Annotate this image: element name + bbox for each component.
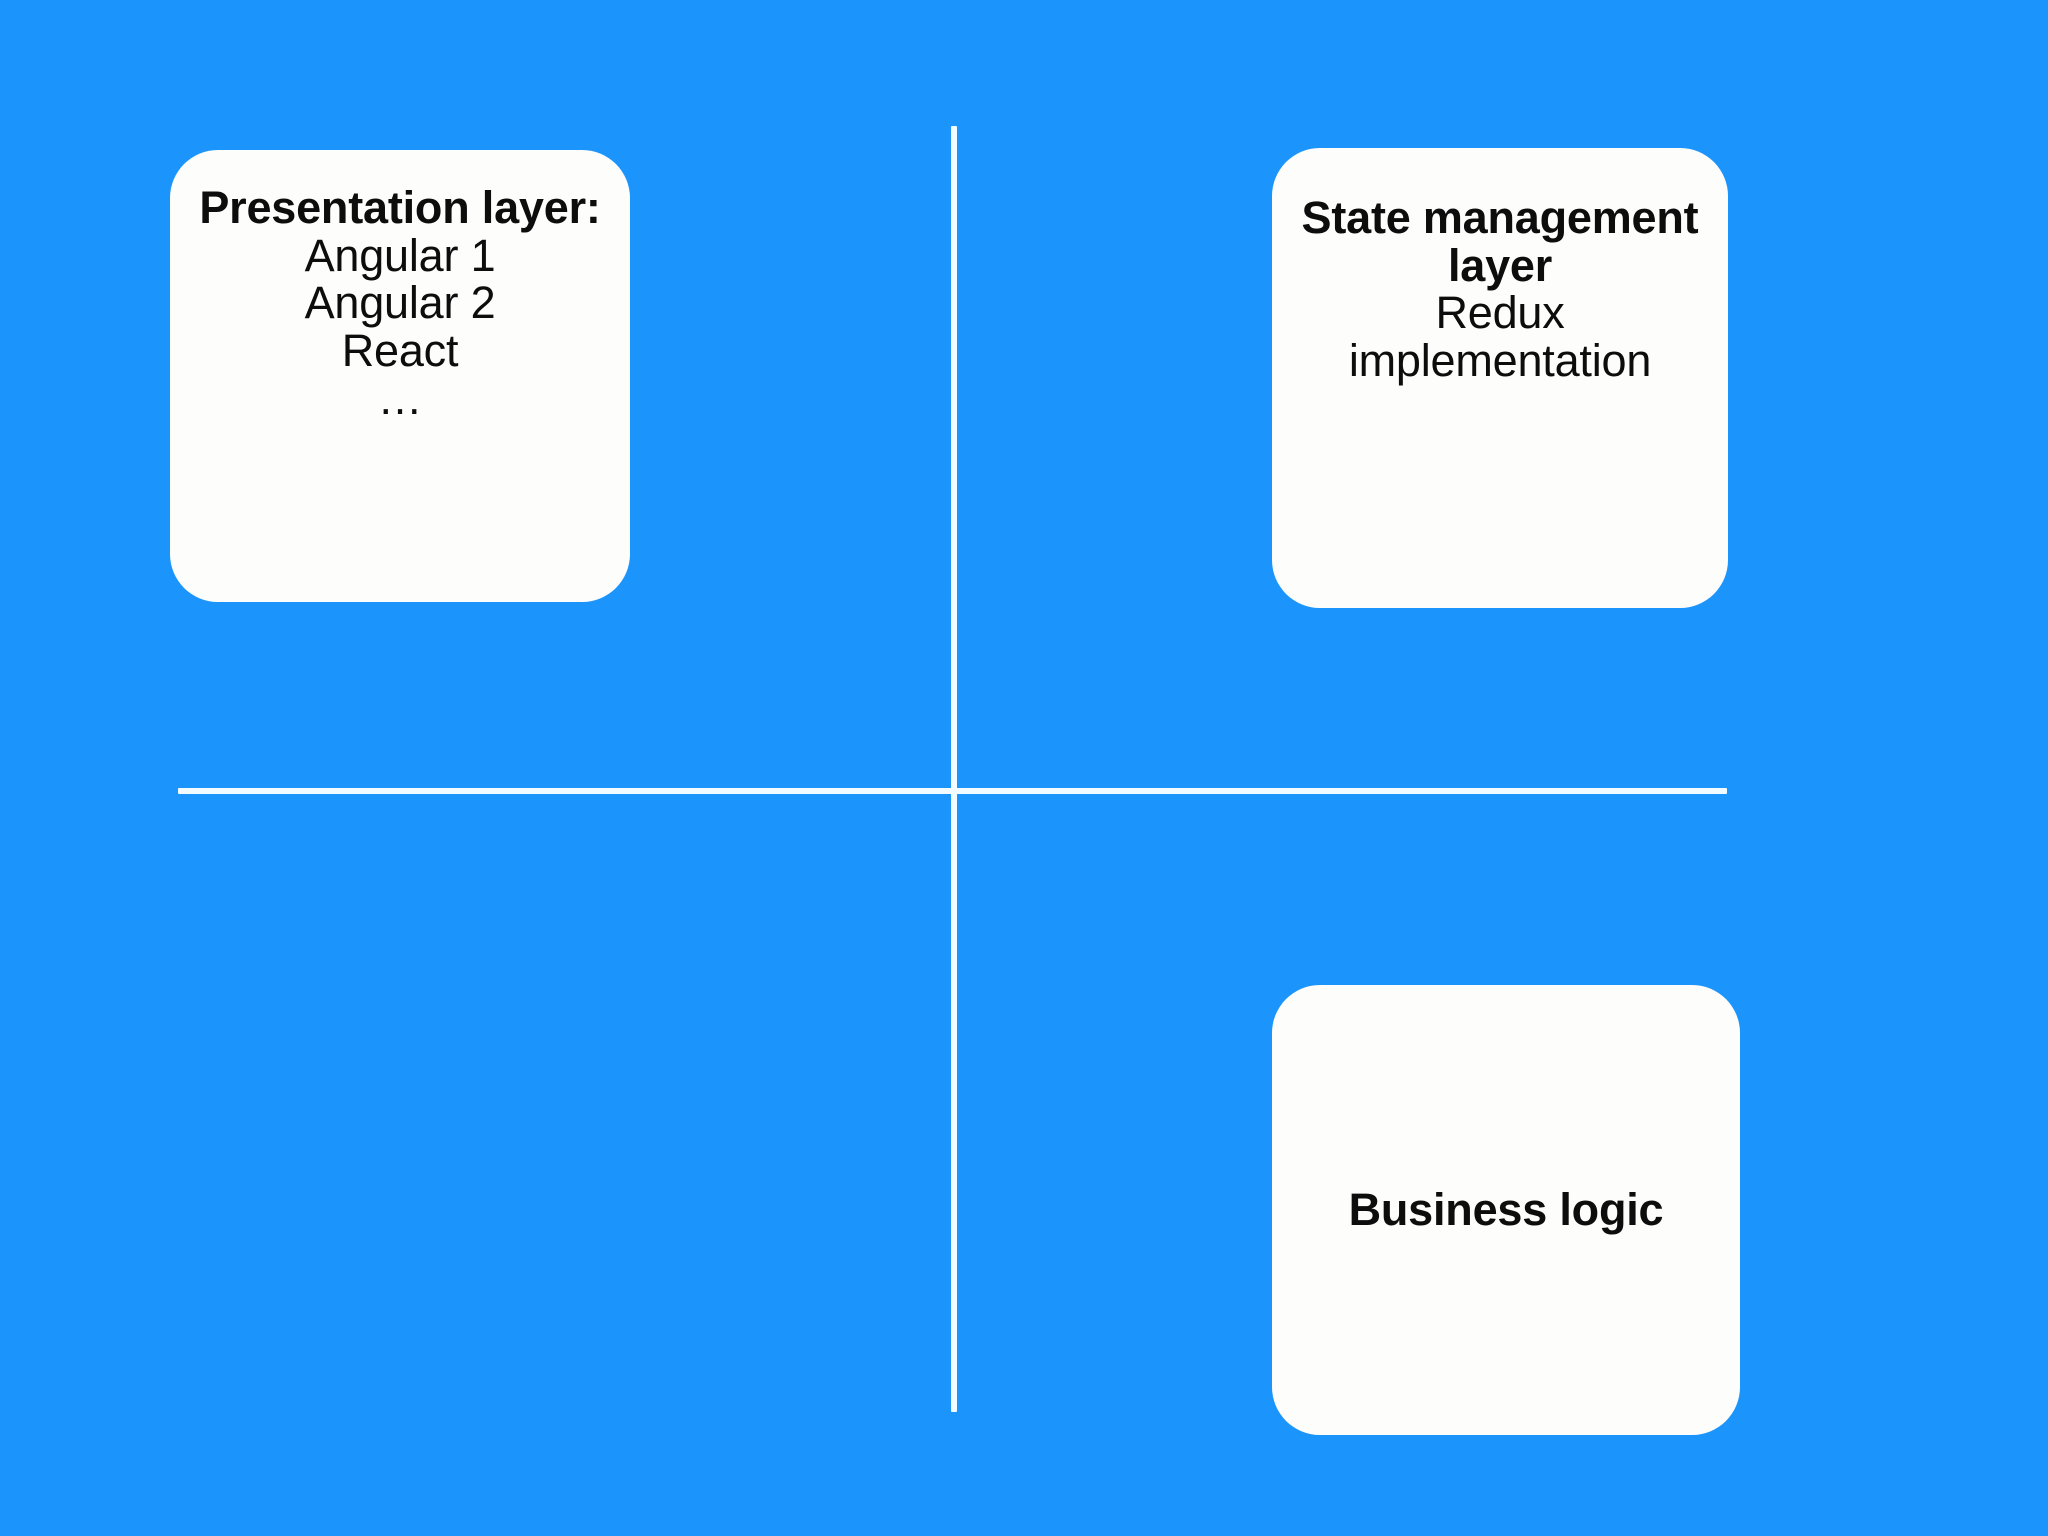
card-state-line-1: Redux implementation	[1348, 287, 1652, 387]
card-presentation-layer[interactable]: Presentation layer: Angular 1 Angular 2 …	[170, 150, 630, 602]
card-state-title: State management layer	[1301, 192, 1699, 291]
card-business-title: Business logic	[1348, 1184, 1664, 1236]
card-presentation-line-3: React	[341, 325, 459, 377]
card-presentation-line-1: Angular 1	[304, 229, 496, 281]
card-business-logic[interactable]: Business logic	[1272, 985, 1740, 1435]
horizontal-divider-line	[178, 788, 1727, 794]
vertical-divider-line	[951, 126, 957, 1412]
card-presentation-line-2: Angular 2	[304, 277, 496, 329]
card-presentation-title: Presentation layer:	[199, 182, 601, 233]
card-state-management-layer[interactable]: State management layer Redux implementat…	[1272, 148, 1728, 608]
card-presentation-ellipsis: …	[377, 372, 423, 424]
